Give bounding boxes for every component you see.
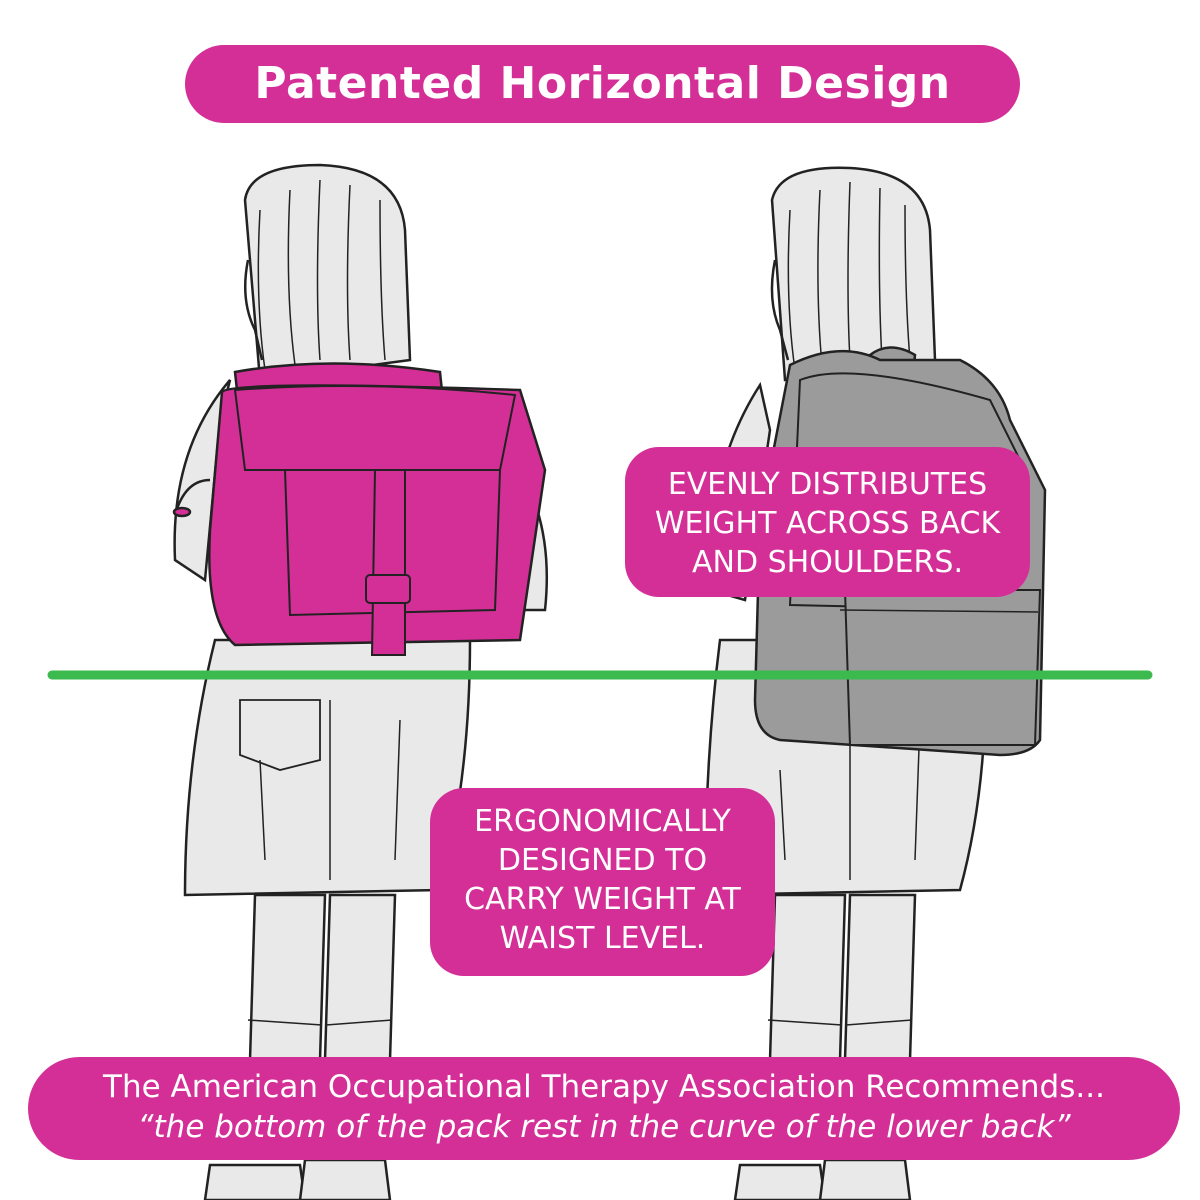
- recommendation-source: The American Occupational Therapy Associ…: [103, 1069, 1105, 1105]
- callout-line: EVENLY DISTRIBUTES: [667, 467, 988, 502]
- shoulders-callout: EVENLY DISTRIBUTES WEIGHT ACROSS BACK AN…: [625, 447, 1030, 597]
- callout-line: CARRY WEIGHT AT: [464, 882, 741, 917]
- girl-figure-left: [173, 163, 549, 1200]
- callout-line: WAIST LEVEL.: [499, 921, 706, 956]
- callout-line: DESIGNED TO: [497, 843, 708, 878]
- callout-line: WEIGHT ACROSS BACK: [654, 506, 1001, 541]
- callout-line: AND SHOULDERS.: [692, 545, 963, 580]
- recommendation-banner: The American Occupational Therapy Associ…: [28, 1057, 1180, 1160]
- title-text: Patented Horizontal Design: [254, 58, 951, 109]
- title-banner: Patented Horizontal Design: [185, 45, 1020, 123]
- recommendation-quote: “the bottom of the pack rest in the curv…: [137, 1109, 1071, 1145]
- horizontal-backpack: [172, 362, 547, 656]
- callout-line: ERGONOMICALLY: [474, 804, 731, 839]
- waist-callout: ERGONOMICALLY DESIGNED TO CARRY WEIGHT A…: [430, 788, 775, 976]
